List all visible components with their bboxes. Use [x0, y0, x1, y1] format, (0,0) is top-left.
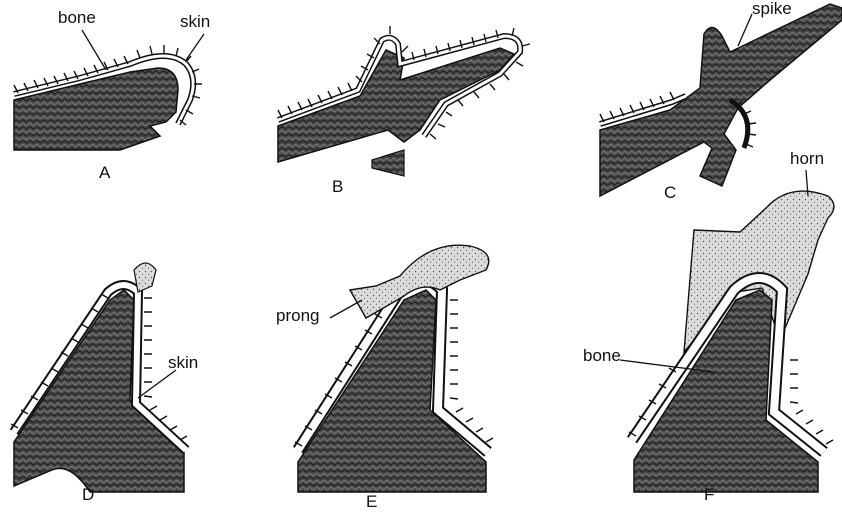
label-prong-panel-e: prong	[276, 307, 319, 324]
leader-bone-a	[82, 30, 106, 70]
label-skin-panel-a: skin	[180, 13, 210, 30]
leader-skin-a	[186, 34, 204, 60]
label-skin-panel-d: skin	[168, 354, 198, 371]
panel-label-c: C	[664, 184, 676, 201]
panel-a-bone	[14, 68, 178, 150]
panel-label-e: E	[366, 493, 377, 510]
panel-e-drawing	[295, 245, 493, 492]
label-horn-panel-f: horn	[790, 150, 824, 167]
panel-a-drawing	[14, 45, 202, 150]
panel-label-f: F	[704, 486, 714, 503]
panel-f-drawing	[629, 191, 834, 492]
label-bone-panel-f: bone	[583, 347, 621, 364]
panel-e-bone	[298, 290, 486, 492]
panel-label-a: A	[99, 164, 110, 181]
panel-b-drawing	[278, 26, 530, 176]
panel-b-gap	[372, 150, 404, 176]
leader-prong	[330, 300, 362, 318]
label-bone-panel-a: bone	[58, 9, 96, 26]
panel-d-drawing	[11, 263, 187, 492]
leader-spike	[738, 14, 752, 46]
panel-d-horn-tip	[134, 263, 156, 292]
panel-label-d: D	[82, 486, 94, 503]
panel-label-b: B	[332, 178, 343, 195]
label-spike-panel-c: spike	[752, 0, 792, 17]
leader-skin-d	[138, 370, 176, 398]
